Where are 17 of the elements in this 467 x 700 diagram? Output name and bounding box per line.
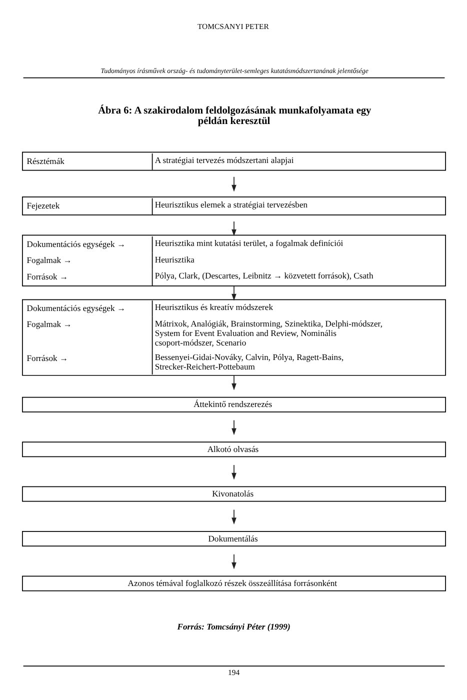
caption: Forrás: Tomcsányi Péter (1999) [176, 622, 290, 632]
arrow [231, 375, 236, 390]
node-box: Dokumentálás [22, 531, 446, 546]
arrow [231, 221, 236, 236]
node-box: Azonos témával foglalkozó részek összeállítása forrásonként [22, 576, 446, 592]
arrow [231, 176, 236, 192]
arrow [231, 286, 236, 301]
arrow [231, 420, 236, 436]
node-box: Alkotó olvasás [22, 442, 446, 458]
node-box: Áttekintő rendszerezés [22, 396, 446, 412]
label: TOMCSANYI PETER [196, 22, 268, 31]
diagram-title: Ábra 6: A szakirodalom feldolgozásának munkafolyamata egy példán keresztül [98, 106, 371, 127]
arrow [231, 509, 236, 525]
label: 194 [227, 668, 240, 677]
arrow [231, 464, 236, 480]
node-box: Kivonatolás [22, 486, 446, 502]
arrow [231, 554, 236, 570]
